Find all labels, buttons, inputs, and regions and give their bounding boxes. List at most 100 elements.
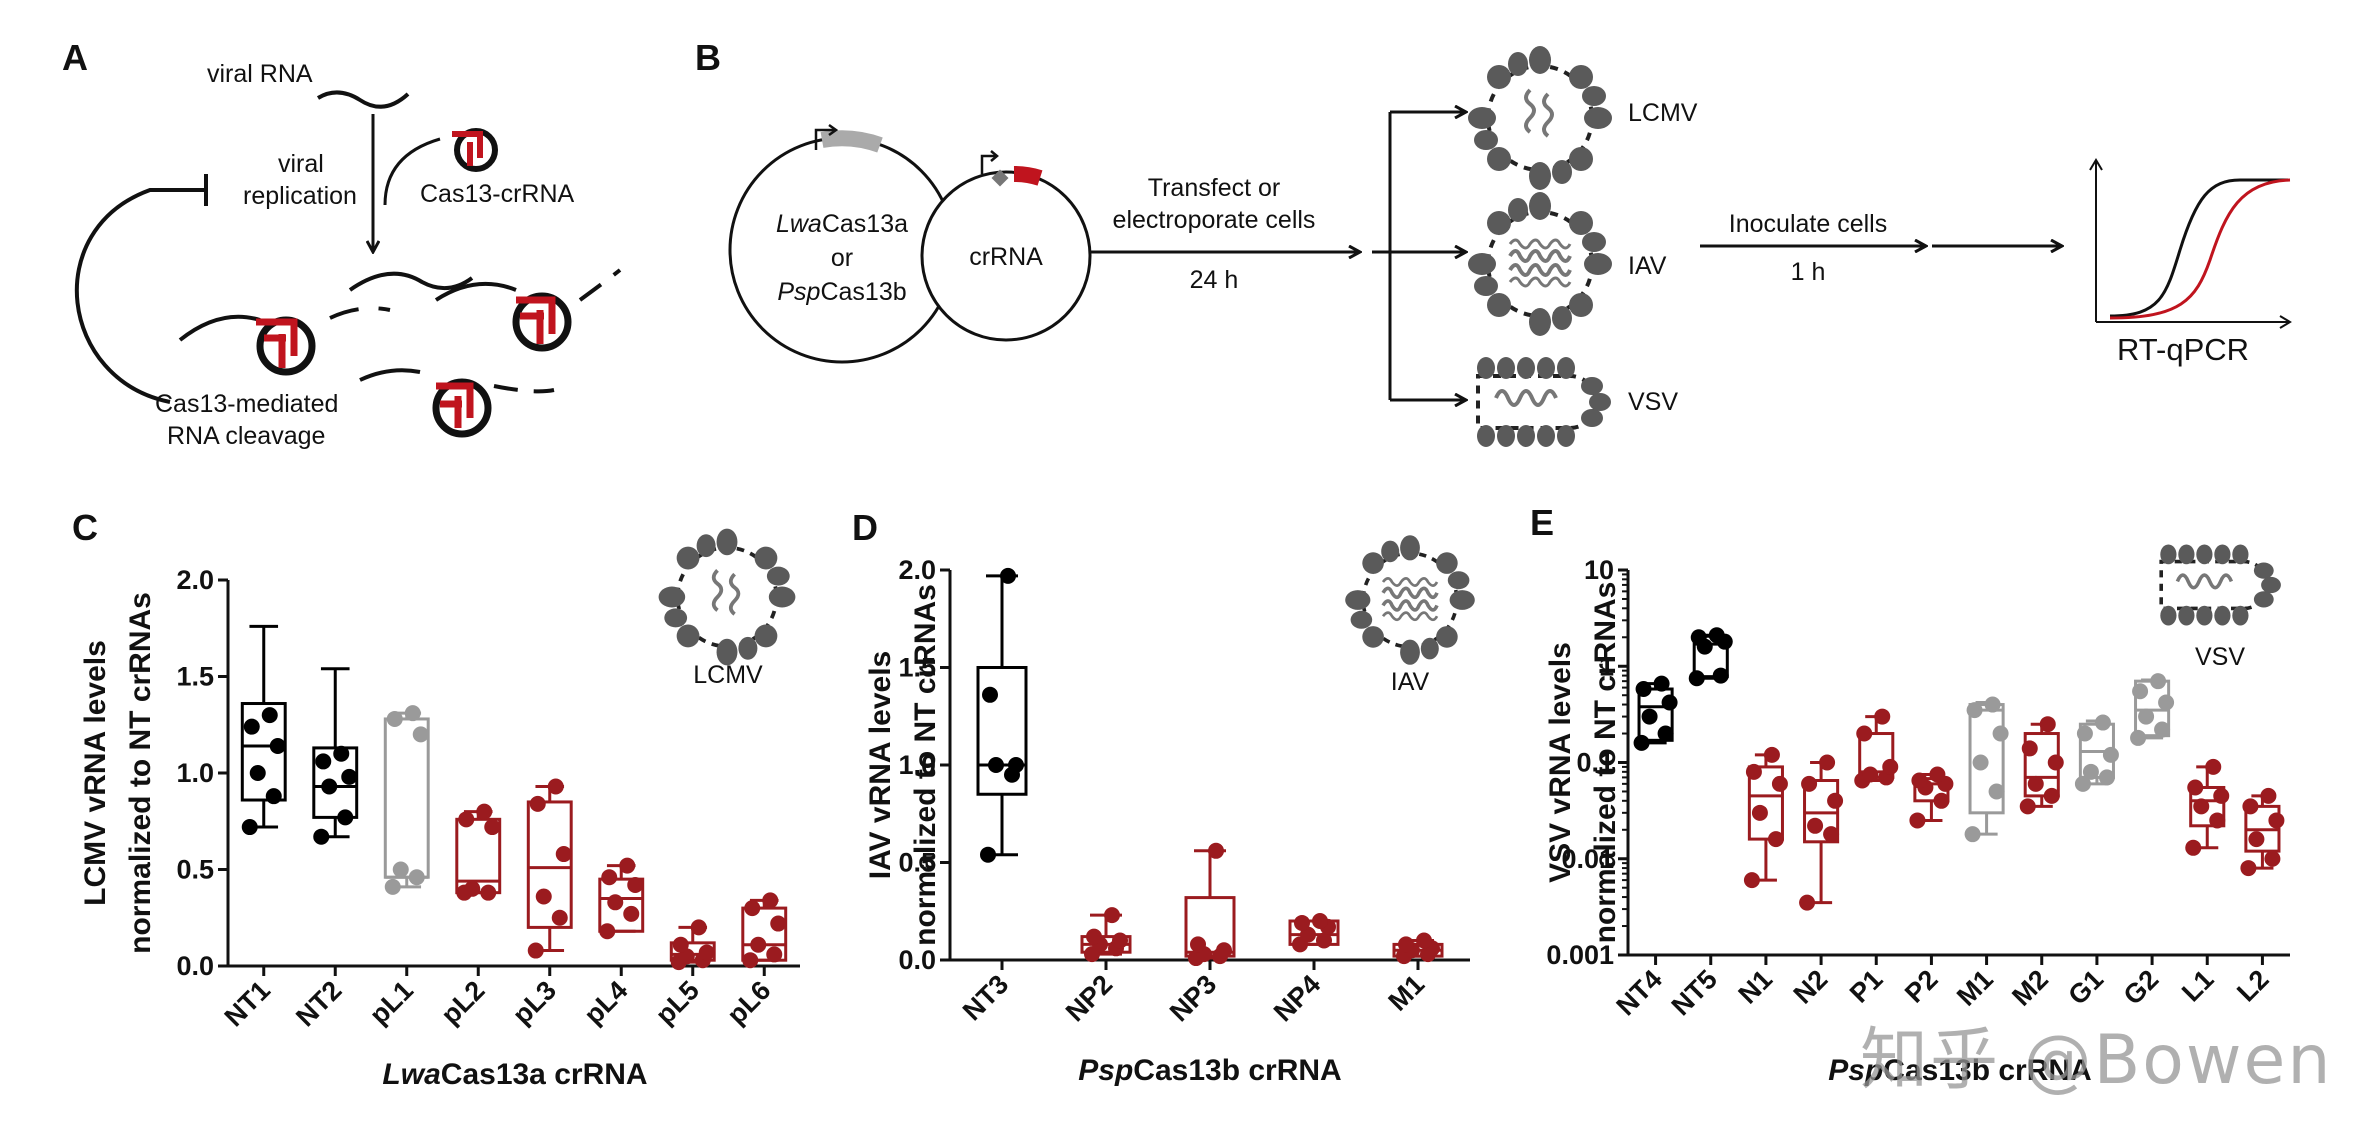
x-tick-label: NP4 [1268,969,1326,1027]
box-group-np2: NP2 [1060,907,1132,1027]
data-point [2242,798,2259,815]
viral-rna-strand [316,90,410,109]
x-tick-label: pL5 [650,975,705,1030]
y-tick-label: 2.0 [176,565,214,595]
data-point [2130,729,2147,746]
data-point [766,946,783,963]
box-group-m2: M2 [2006,716,2064,1012]
data-point [623,905,640,922]
data-point [980,846,996,863]
box-iqr [383,717,430,879]
data-point [2185,839,2202,856]
box-iqr [1747,765,1784,841]
data-point [249,765,266,781]
data-point [1745,763,1762,780]
viral-rna-label: viral RNA [207,60,313,88]
step2-time: 1 h [1791,258,1826,286]
x-tick-label: L2 [2231,964,2274,1007]
data-point [555,846,572,863]
y-tick-label: 0.1 [1576,748,1614,778]
box-iqr [976,666,1028,796]
panel-letter-b: B [695,37,721,78]
x-tick-label: pL2 [435,975,490,1030]
box-iqr [2189,785,2226,828]
step1-time: 24 h [1190,266,1239,294]
data-point [770,915,787,932]
data-point [1862,766,1879,783]
y-axis-title-line1: VSV vRNA levels [1544,642,1577,883]
data-point [1972,754,1989,771]
data-point [2027,775,2044,792]
data-point [619,857,636,874]
panel-letter-a: A [62,37,88,78]
data-point [1988,783,2005,800]
x-tick-label: NT3 [957,969,1014,1026]
data-point [1712,667,1729,684]
box-group-pl1: pL1 [364,705,430,1030]
replication-label: replication [243,182,357,210]
data-point [1909,812,1926,829]
box-group-m1: M1 [1951,696,2009,1012]
box-group-n2: N2 [1788,754,1844,1010]
data-point [458,811,475,828]
box-iqr [312,746,359,819]
y-axis-title-line1: IAV vRNA levels [864,651,897,879]
iav-inset-icon [1343,533,1477,667]
y-tick-label: 0.01 [1561,844,1614,874]
data-point [1767,831,1784,848]
step1-label-line1: Transfect or [1148,174,1280,202]
data-point [1929,766,1946,783]
data-point [1827,792,1844,809]
box-group-pl6: pL6 [721,892,788,1030]
data-point [2213,787,2230,804]
data-point [690,919,707,936]
data-point [241,819,258,836]
box-group-g2: G2 [2118,673,2175,1011]
virus-label-vsv: VSV [1628,388,1678,416]
data-point [1708,627,1725,644]
data-point [1316,932,1332,949]
data-point [2193,798,2210,815]
lcmv-inset-label: LCMV [693,661,763,689]
step2-label: Inoculate cells [1729,210,1887,238]
data-point [1416,932,1432,949]
x-tick-label: pL1 [364,975,419,1030]
y-axis-title-line2: normalized to NT crRNAs [124,592,157,954]
data-point [2132,683,2149,700]
data-point [1819,754,1836,771]
data-point [2094,714,2111,731]
data-point [982,686,998,703]
data-point [1984,696,2001,713]
cleavage-label-line1: Cas13-mediated [155,390,338,418]
data-point [988,757,1004,773]
box-group-n1: N1 [1733,746,1788,1010]
y-tick-label: 1.5 [176,662,214,692]
data-point [2240,860,2257,877]
data-point [404,705,421,722]
lcmv-virion-icon [1466,44,1614,192]
data-point [672,936,689,953]
box-iqr [526,800,573,929]
y-tick-label: 0.001 [1546,940,1614,970]
data-point [599,923,616,940]
data-point [1964,826,1981,843]
data-point [476,803,493,820]
data-point [2268,812,2285,829]
y-tick-label: 1.0 [176,758,214,788]
data-point [1771,775,1788,792]
panel-letter-e: E [1530,502,1554,543]
data-point [1104,907,1120,924]
x-tick-label: P2 [1899,964,1944,1009]
data-point [243,718,260,735]
data-point [2260,787,2277,804]
data-point [1992,725,2009,742]
data-point [535,888,552,905]
data-point [2187,779,2204,796]
cas13-plasmid: LwaCas13a or PspCas13b [728,123,956,364]
data-point [269,737,286,754]
box-group-p1: P1 [1844,708,1899,1009]
qpcr-plot-icon [2089,158,2292,329]
x-axis-title: PspCas13b crRNA [1828,1054,2091,1087]
data-point [1882,758,1899,775]
box-iqr [598,877,645,933]
